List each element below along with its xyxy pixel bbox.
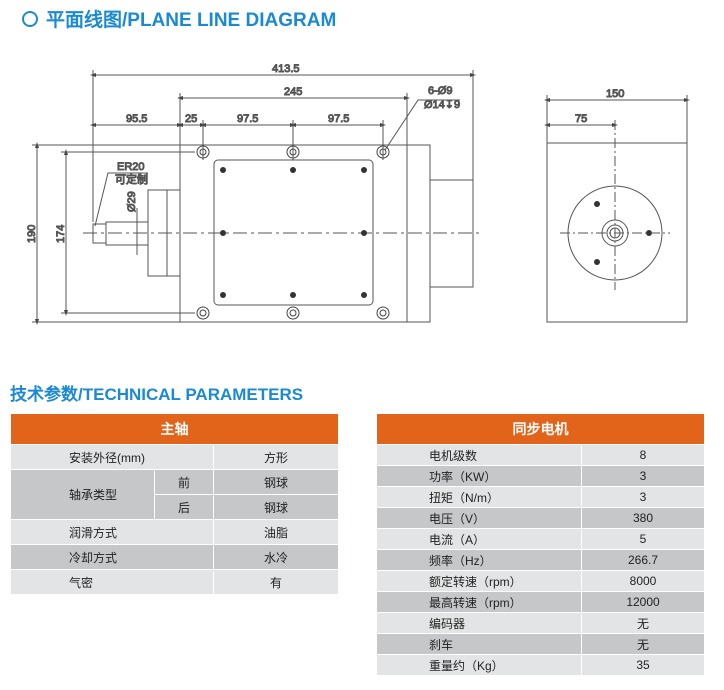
collet-label: ER20 xyxy=(117,161,145,173)
table-row: 编码器无 xyxy=(376,612,705,634)
table-row: 冷却方式水冷 xyxy=(10,544,339,570)
row-sublabel: 后 xyxy=(154,494,214,520)
row-label: 电流（A） xyxy=(376,528,582,550)
collet-note: 可定制 xyxy=(115,172,148,186)
dim-height: 190 xyxy=(26,225,38,243)
row-label: 润滑方式 xyxy=(10,519,214,545)
row-label: 频率（Hz） xyxy=(376,549,582,571)
row-value: 380 xyxy=(581,507,705,529)
dim-pitch1: 97.5 xyxy=(237,113,258,125)
dim-front: 95.5 xyxy=(126,113,147,125)
side-view xyxy=(544,95,690,323)
row-label: 气密 xyxy=(10,569,214,595)
table-row: 额定转速（rpm）8000 xyxy=(376,570,705,592)
row-label: 安装外径(mm) xyxy=(10,444,214,470)
dim-nose: Ø29 xyxy=(126,191,138,212)
row-value: 3 xyxy=(581,486,705,508)
dim-side-half: 75 xyxy=(575,113,587,125)
table-row: 电压（V）380 xyxy=(376,507,705,529)
table-row: 重量约（Kg）35 xyxy=(376,654,705,676)
table-row: 安装外径(mm)方形 xyxy=(10,444,339,470)
dimension-lines xyxy=(32,70,476,325)
dim-side-width: 150 xyxy=(606,88,624,100)
row-value: 5 xyxy=(581,528,705,550)
row-value: 3 xyxy=(581,465,705,487)
row-label: 编码器 xyxy=(376,612,582,634)
row-label: 功率（KW） xyxy=(376,465,582,487)
row-value: 方形 xyxy=(213,444,339,470)
row-label: 扭矩（N/m） xyxy=(376,486,582,508)
motor-header: 同步电机 xyxy=(376,413,705,445)
row-value: 无 xyxy=(581,612,705,634)
row-label: 电机级数 xyxy=(376,444,582,466)
row-label: 电压（V） xyxy=(376,507,582,529)
table-row: 润滑方式油脂 xyxy=(10,519,339,545)
dim-pitch2: 97.5 xyxy=(328,113,349,125)
circle-icon xyxy=(22,10,38,27)
dim-total: 413.5 xyxy=(272,63,300,75)
table-row: 扭矩（N/m）3 xyxy=(376,486,705,508)
dim-mount-height: 174 xyxy=(55,225,67,243)
spindle-header: 主轴 xyxy=(10,413,339,445)
row-label: 冷却方式 xyxy=(10,544,214,570)
row-label: 轴承类型 xyxy=(10,469,155,520)
row-value: 266.7 xyxy=(581,549,705,571)
row-label: 额定转速（rpm） xyxy=(376,570,582,592)
row-value: 钢球 xyxy=(213,494,339,520)
dim-counterbore: Ø14↧9 xyxy=(424,99,460,111)
row-value: 8 xyxy=(581,444,705,466)
row-value: 8000 xyxy=(581,570,705,592)
diagram-title-text: 平面线图/PLANE LINE DIAGRAM xyxy=(46,10,337,31)
dim-holes: 6-Ø9 xyxy=(428,85,452,97)
dim-body: 245 xyxy=(284,86,302,98)
row-label: 最高转速（rpm） xyxy=(376,591,582,613)
table-row: 电流（A）5 xyxy=(376,528,705,550)
front-view xyxy=(83,144,480,323)
table-row: 频率（Hz）266.7 xyxy=(376,549,705,571)
row-value: 油脂 xyxy=(213,519,339,545)
row-value: 钢球 xyxy=(213,469,339,495)
row-value: 无 xyxy=(581,633,705,655)
table-row: 功率（KW）3 xyxy=(376,465,705,487)
row-sublabel: 前 xyxy=(154,469,214,495)
row-value: 12000 xyxy=(581,591,705,613)
table-row: 刹车无 xyxy=(376,633,705,655)
table-row: 最高转速（rpm）12000 xyxy=(376,591,705,613)
row-label: 刹车 xyxy=(376,633,582,655)
dim-offset: 25 xyxy=(185,113,197,125)
row-value: 水冷 xyxy=(213,544,339,570)
diagram-title: 平面线图/PLANE LINE DIAGRAM xyxy=(22,5,336,32)
spindle-table: 主轴 安装外径(mm)方形 轴承类型前钢球 后钢球 润滑方式油脂 冷却方式水冷 … xyxy=(10,413,339,595)
plane-line-diagram: 413.5 245 95.5 25 97.5 97.5 6-Ø9 Ø14↧9 E… xyxy=(26,63,690,325)
row-label: 重量约（Kg） xyxy=(376,654,582,676)
table-row: 气密有 xyxy=(10,569,339,595)
row-value: 有 xyxy=(213,569,339,595)
table-row: 轴承类型前钢球 xyxy=(10,469,339,520)
section-title: 技术参数/TECHNICAL PARAMETERS xyxy=(10,385,304,404)
row-value: 35 xyxy=(581,654,705,676)
